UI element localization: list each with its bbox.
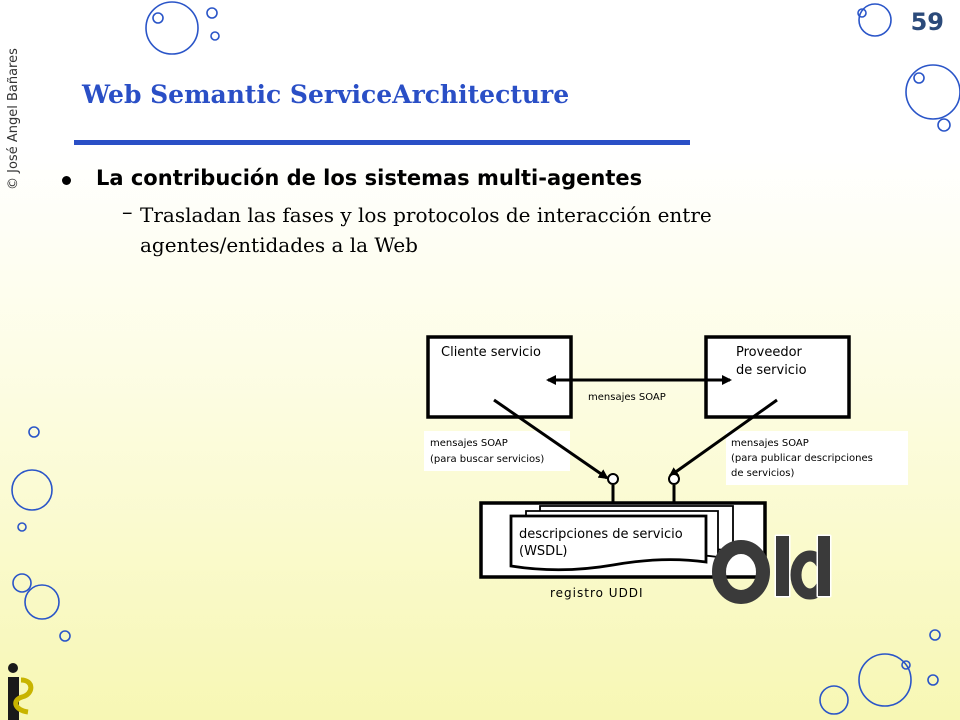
sub-bullet-marker: – (122, 200, 133, 224)
title-underline (74, 140, 690, 145)
publish-callout (726, 431, 908, 485)
old-stamp (712, 534, 832, 604)
provider-label-line1: Proveedor (736, 345, 803, 360)
slide-title: Web Semantic ServiceArchitecture (82, 80, 570, 109)
find-label-line2: (para buscar servicios) (430, 454, 544, 465)
wsdl-document-front (509, 514, 708, 572)
client-label: Cliente servicio (441, 345, 541, 360)
page-number: 59 (910, 8, 944, 36)
find-arrow (493, 398, 609, 480)
publish-label-line1: mensajes SOAP (731, 438, 809, 449)
institution-logo (8, 663, 34, 720)
publish-interface (668, 473, 680, 485)
publish-label-line2: (para publicar descripciones (731, 453, 873, 464)
soap-label: mensajes SOAP (588, 392, 666, 403)
bullet-text: La contribución de los sistemas multi-ag… (96, 166, 643, 190)
sub-bullet-text: Trasladan las fases y los protocolos de … (140, 203, 712, 257)
wsdl-label-line2: (WSDL) (519, 544, 568, 559)
provider-label-line2: de servicio (736, 363, 807, 378)
find-callout (424, 431, 570, 471)
publish-label-line3: de servicios) (731, 468, 794, 479)
registry-label: registro UDDI (550, 586, 644, 600)
wsdl-label-line1: descripciones de servicio (519, 527, 683, 542)
bullet-marker (62, 176, 71, 185)
find-interface (607, 473, 619, 485)
publish-arrow (668, 398, 778, 478)
find-label-line1: mensajes SOAP (430, 438, 508, 449)
